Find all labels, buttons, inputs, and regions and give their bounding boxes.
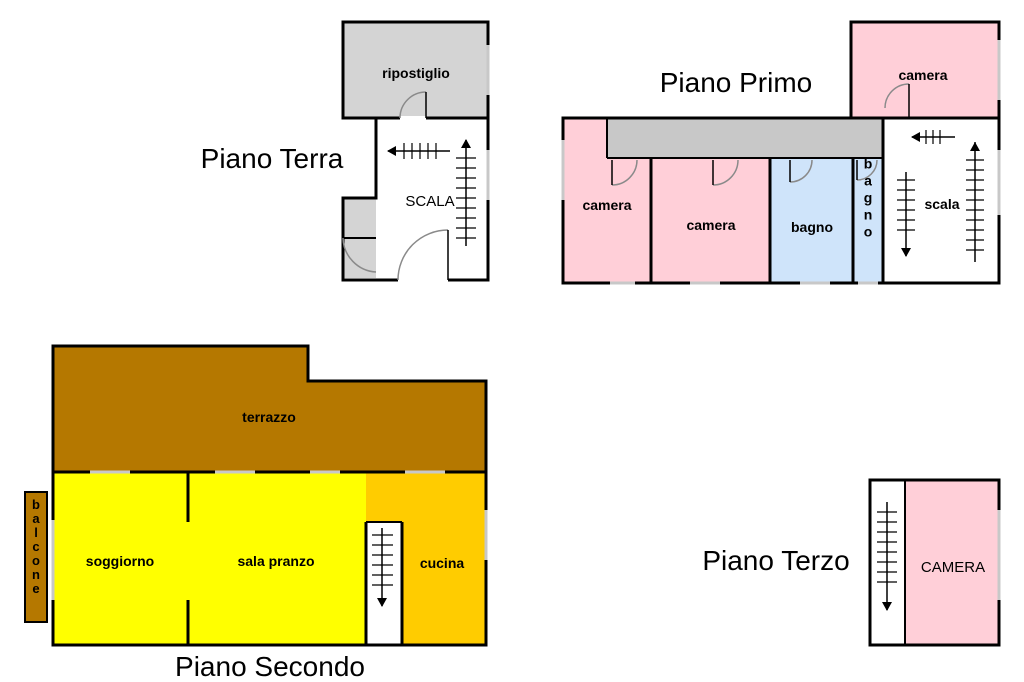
floor-piano-secondo: terrazzo soggiorno sala pranzo cucina ba… [24, 344, 488, 682]
room-bagno-small [853, 158, 883, 283]
room-ripostiglio [343, 22, 488, 118]
closet-door-swing [342, 237, 377, 273]
label-bagno-small: bagno [860, 156, 876, 241]
room-camera-terzo [905, 480, 999, 645]
label-scala-primo: scala [924, 196, 959, 212]
floor-piano-terra: ripostiglio SCALA Piano Terra [201, 20, 490, 282]
door-swing [611, 159, 638, 186]
room-bagno [770, 158, 853, 283]
label-camera-top: camera [898, 67, 947, 83]
stair-terra-horizontal [387, 143, 450, 159]
stair-primo-horizontal [911, 130, 955, 144]
label-ripostiglio: ripostiglio [382, 65, 450, 81]
entrance-swing [397, 229, 449, 281]
room-terrazzo [53, 346, 486, 472]
balcone-outline [24, 491, 48, 623]
label-bagno: bagno [791, 219, 833, 235]
room-living [53, 472, 366, 645]
title-piano-terzo: Piano Terzo [702, 545, 849, 576]
label-camera-left: camera [582, 197, 631, 213]
door-swing [884, 83, 910, 109]
floor-piano-primo: camera camera camera bagno bagno scala P… [561, 20, 1001, 285]
door-swing [856, 159, 878, 181]
label-terrazzo: terrazzo [242, 409, 296, 425]
room-corridor [607, 118, 883, 158]
door-swing [399, 91, 427, 119]
title-piano-terra: Piano Terra [201, 143, 344, 174]
room-balcone [25, 492, 47, 622]
room-camera-top [851, 22, 999, 119]
label-balcone: balcone [29, 497, 44, 595]
terra-outline [341, 20, 490, 282]
door-swing [789, 159, 813, 183]
stair-well [366, 522, 402, 645]
stair-terzo [877, 502, 897, 611]
door-swing [712, 159, 739, 186]
stair-secondo [372, 528, 393, 607]
label-scala-terra: SCALA [405, 193, 454, 210]
title-piano-primo: Piano Primo [660, 67, 813, 98]
floor-piano-terzo: CAMERA Piano Terzo [702, 478, 1001, 647]
stair-primo-down [897, 172, 915, 257]
label-cucina: cucina [420, 555, 465, 571]
room-camera-mid [651, 158, 770, 283]
label-camera-mid: camera [686, 217, 735, 233]
stair-primo-up [966, 142, 984, 262]
title-piano-secondo: Piano Secondo [175, 651, 365, 682]
label-camera-terzo: CAMERA [921, 559, 985, 576]
label-sala-pranzo: sala pranzo [237, 553, 314, 569]
stair-terra-vertical [456, 139, 476, 246]
label-soggiorno: soggiorno [86, 553, 154, 569]
